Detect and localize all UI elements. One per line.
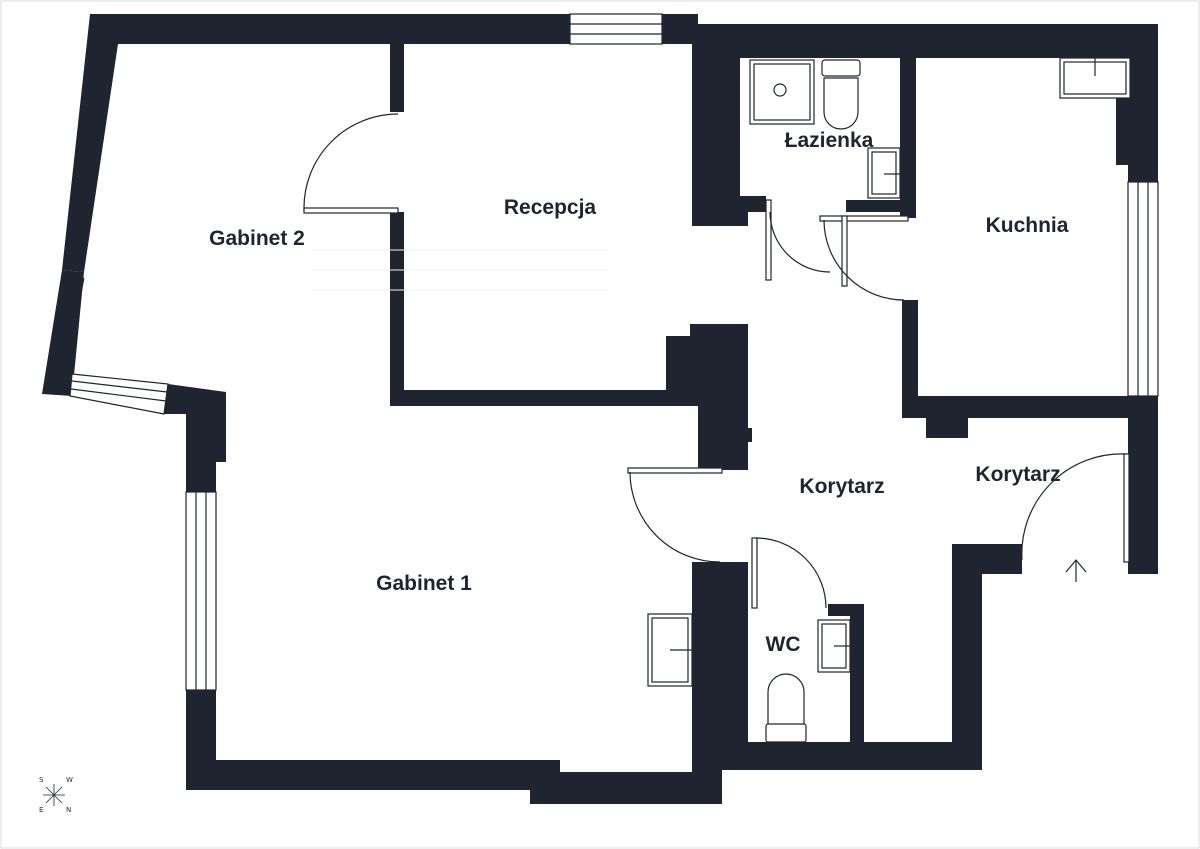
window-left-lower [185, 491, 217, 691]
window-balcony [69, 373, 169, 415]
floor-hint [310, 249, 608, 291]
windows [69, 13, 1159, 691]
wall-kitchen-bottom-stub [926, 418, 968, 438]
wall-right-lower [1128, 396, 1158, 574]
compass-e: E [39, 806, 44, 814]
room-label-korytarz: Korytarz [799, 475, 885, 498]
wall-center-block [666, 324, 752, 470]
room-label-gabinet-1: Gabinet 1 [376, 572, 472, 595]
compass-rose: S W E N [36, 774, 80, 818]
window-right [1127, 181, 1159, 397]
wall-bath-bottom [846, 200, 912, 212]
wall-partition-g2-top [390, 44, 404, 112]
wall-partition-g2-bottom [390, 212, 404, 404]
wall-bottom [186, 748, 722, 804]
wall-bath-left [692, 44, 766, 226]
toilet-lazienka [821, 59, 861, 77]
room-label-gabinet-2: Gabinet 2 [209, 227, 305, 250]
door-kuchnia [823, 219, 905, 301]
door-entrance [1021, 453, 1127, 561]
wall-top-right [690, 24, 1158, 182]
wall-pier [164, 384, 226, 492]
room-label-recepcja: Recepcja [503, 196, 597, 219]
wall-corridor-right [722, 544, 1022, 770]
door-gabinet1 [629, 471, 721, 563]
compass-n: N [66, 806, 72, 814]
room-label-kuchnia: Kuchnia [985, 214, 1069, 237]
wall-left-lower [42, 270, 84, 396]
door-lazienka [769, 211, 831, 273]
room-label-lazienka: Łazienka [784, 129, 874, 152]
compass-s: S [39, 776, 44, 784]
wall-wc-right [850, 604, 864, 744]
doors [69, 113, 1130, 609]
room-label-wc: WC [765, 633, 801, 656]
window-top [569, 13, 663, 45]
wall-wc-left [692, 562, 748, 770]
room-label-korytarz-2: Korytarz [975, 463, 1061, 486]
wall-top-left [62, 14, 570, 272]
walls [42, 14, 1158, 804]
wall-kitchen-left [902, 300, 918, 418]
wall-kitchen-bottom [902, 396, 1158, 418]
fixtures [647, 57, 1131, 743]
door-wc [755, 537, 827, 609]
compass-w: W [66, 776, 73, 784]
wall-recepcja-bottom [390, 390, 690, 406]
wall-bath-kitchen [900, 58, 916, 218]
door-gabinet2 [303, 113, 399, 211]
compass-icon [43, 784, 65, 806]
entrance-arrow [1065, 559, 1087, 582]
